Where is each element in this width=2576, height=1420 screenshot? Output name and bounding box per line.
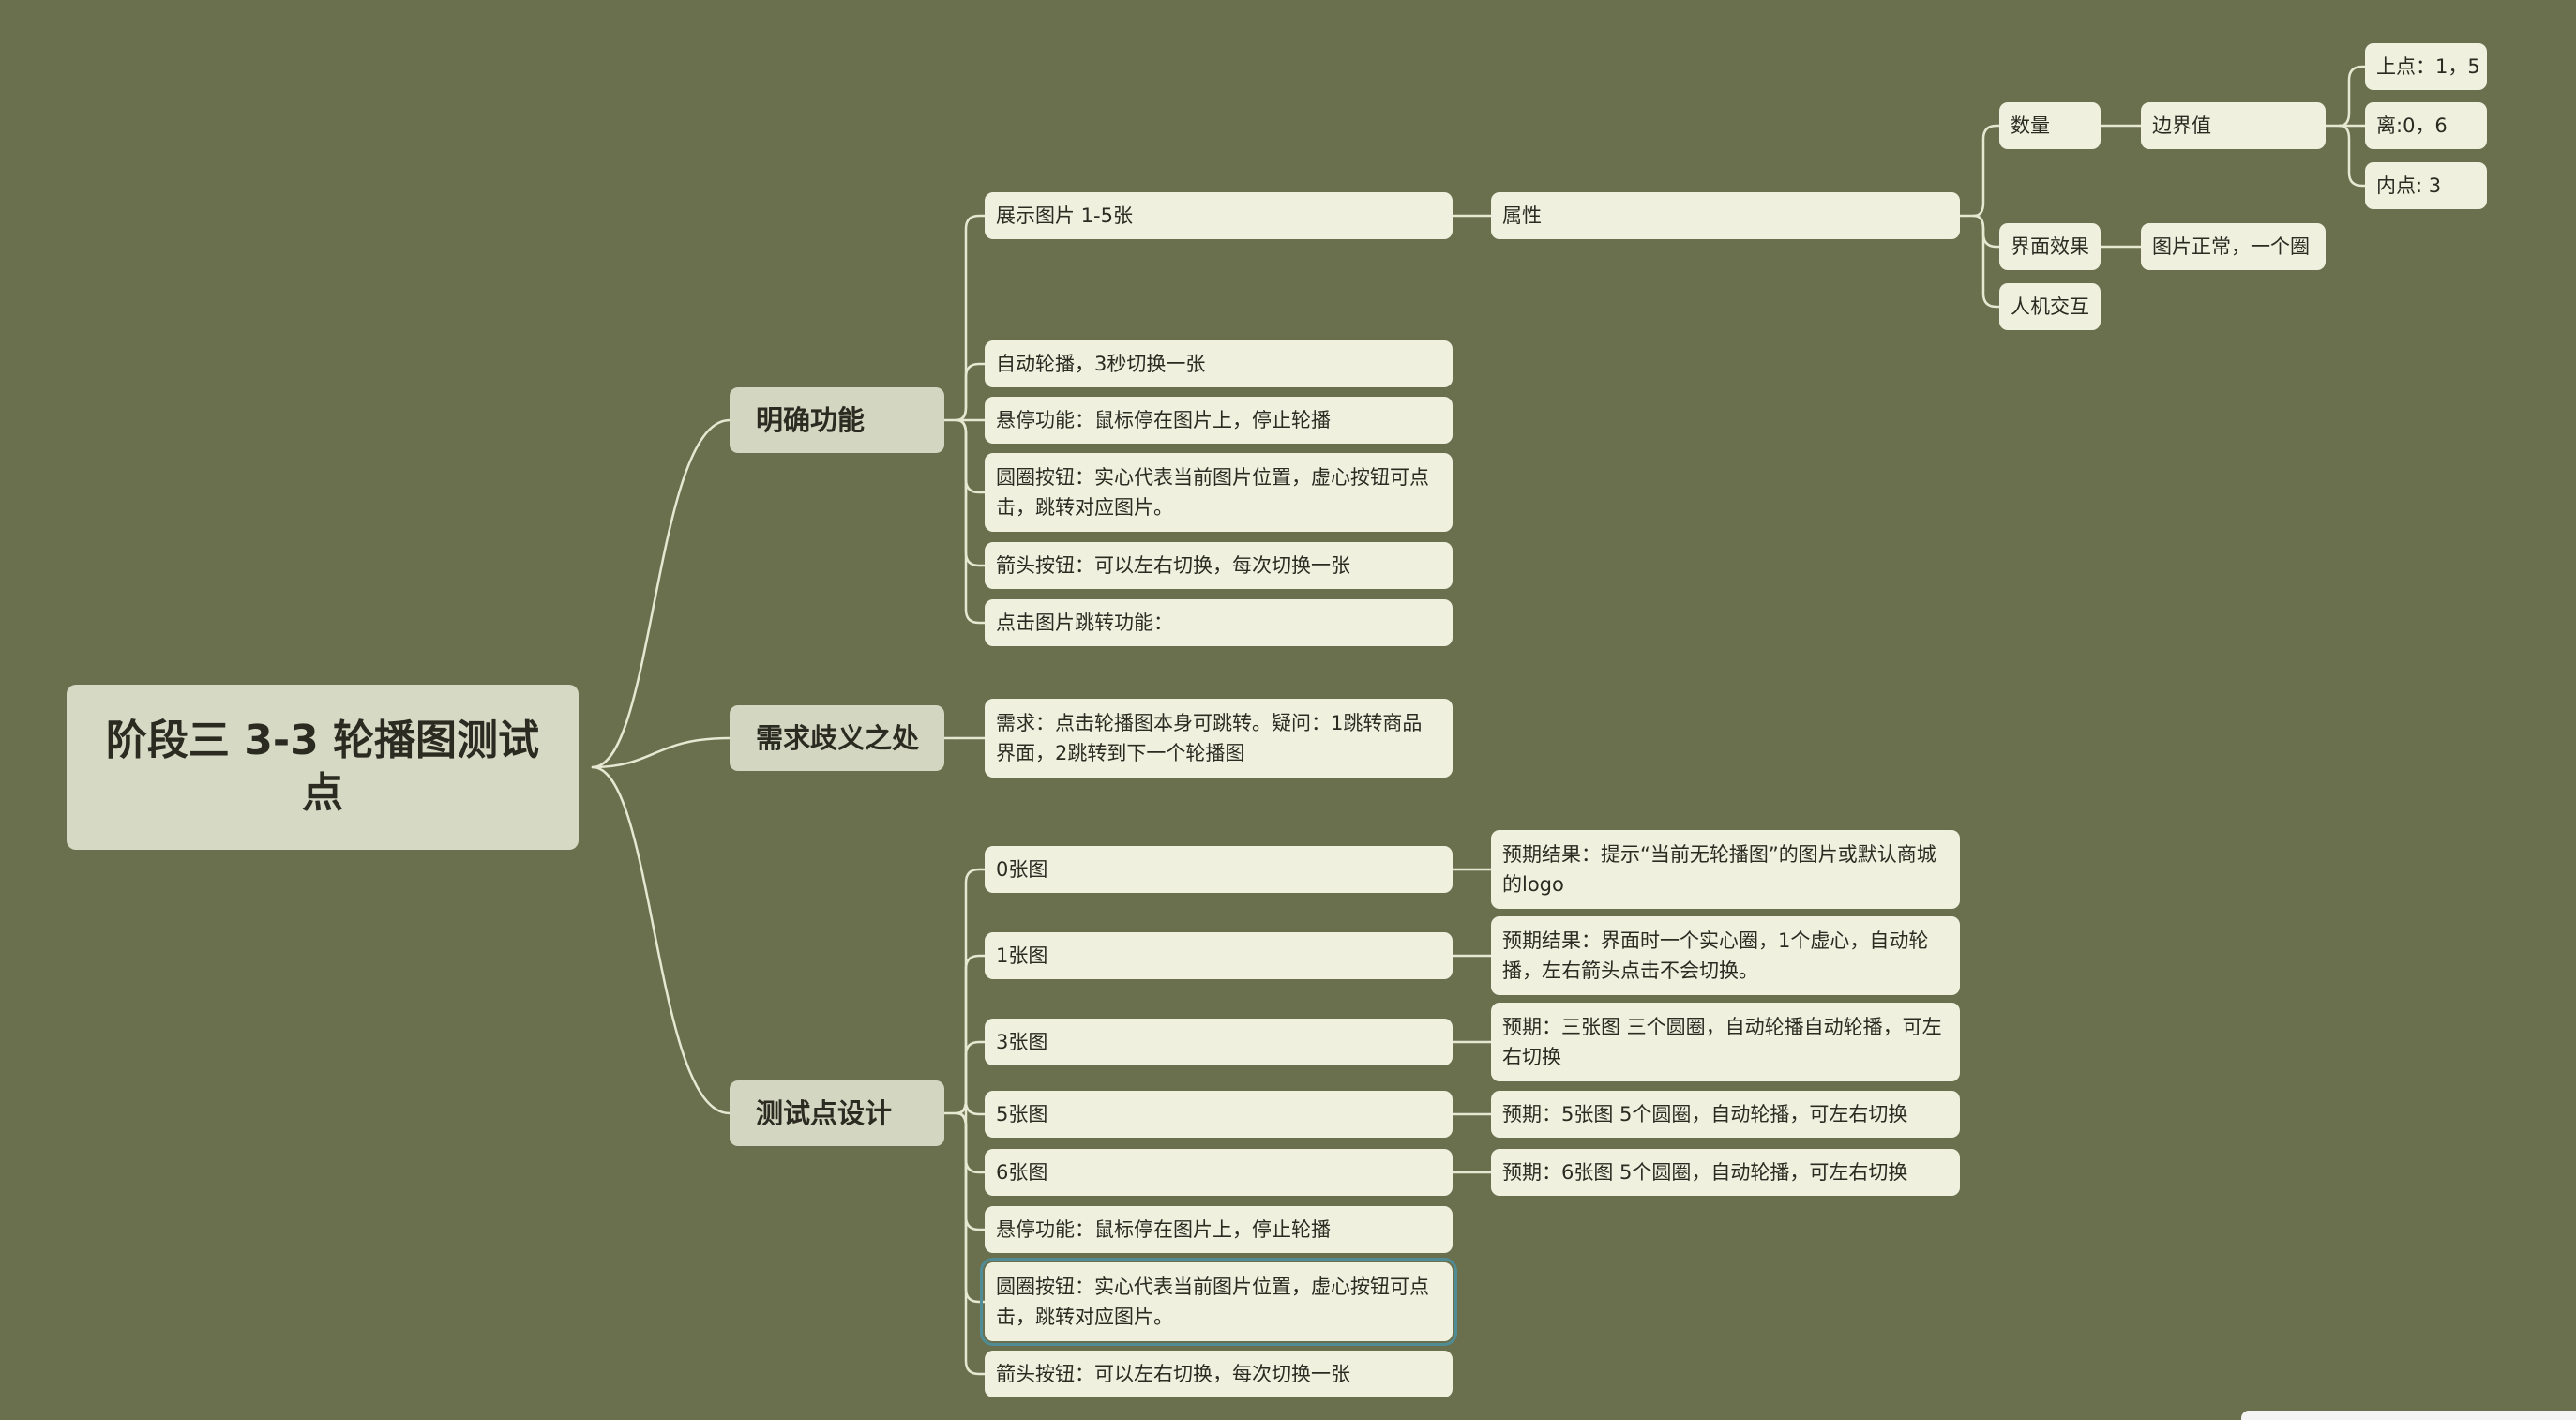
topic-ui-effect[interactable]: 界面效果 <box>1999 223 2101 270</box>
fan-clear-features-leg-3 <box>955 418 987 494</box>
fan-clear-features-leg-0 <box>955 214 987 422</box>
topic-circle-buttons[interactable]: 圆圈按钮：实心代表当前图片位置，虚心按钮可点击，跳转对应图片。 <box>985 453 1453 532</box>
topic-three-images-expected[interactable]: 预期：三张图 三个圆圈，自动轮播自动轮播，可左右切换 <box>1491 1003 1960 1081</box>
fan-test-design-leg-6 <box>955 1111 987 1304</box>
root-connector-3 <box>591 765 731 1115</box>
fan-test-design-leg-2 <box>955 1040 987 1115</box>
topic-one-image-expected[interactable]: 预期结果：界面时一个实心圈，1个虚心，自动轮播，左右箭头点击不会切换。 <box>1491 916 1960 995</box>
fan-test-design-leg-4 <box>955 1111 987 1174</box>
fan-attribute-leg-1 <box>1972 214 2001 249</box>
fan-clear-features-leg-5 <box>955 418 987 625</box>
topic-quantity[interactable]: 数量 <box>1999 102 2101 149</box>
topic-inner-point[interactable]: 内点: 3 <box>2365 162 2487 209</box>
root-topic[interactable]: 阶段三 3-3 轮播图测试点 <box>67 685 579 850</box>
topic-click-jump[interactable]: 点击图片跳转功能： <box>985 599 1453 646</box>
topic-circle-buttons-test[interactable]: 圆圈按钮：实心代表当前图片位置，虚心按钮可点击，跳转对应图片。 <box>980 1258 1457 1346</box>
topic-zero-images[interactable]: 0张图 <box>985 846 1453 893</box>
horizontal-scrollbar[interactable] <box>2241 1411 2576 1420</box>
topic-six-images[interactable]: 6张图 <box>985 1149 1453 1196</box>
topic-show-images[interactable]: 展示图片 1-5张 <box>985 192 1453 239</box>
topic-hci[interactable]: 人机交互 <box>1999 283 2101 330</box>
topic-five-images-expected[interactable]: 预期：5张图 5个圆圈，自动轮播，可左右切换 <box>1491 1091 1960 1138</box>
topic-five-images[interactable]: 5张图 <box>985 1091 1453 1138</box>
topic-attribute[interactable]: 属性 <box>1491 192 1960 239</box>
topic-arrow-buttons[interactable]: 箭头按钮：可以左右切换，每次切换一张 <box>985 542 1453 589</box>
root-connector-2 <box>591 736 731 769</box>
fan-boundary-leg-2 <box>2338 124 2367 188</box>
topic-six-images-expected[interactable]: 预期：6张图 5个圆圈，自动轮播，可左右切换 <box>1491 1149 1960 1196</box>
fan-test-design-leg-0 <box>955 868 987 1115</box>
topic-one-image[interactable]: 1张图 <box>985 932 1453 979</box>
topic-auto-play[interactable]: 自动轮播，3秒切换一张 <box>985 340 1453 387</box>
topic-hover[interactable]: 悬停功能：鼠标停在图片上，停止轮播 <box>985 397 1453 444</box>
fan-attribute-leg-0 <box>1972 124 2001 218</box>
topic-hover-test[interactable]: 悬停功能：鼠标停在图片上，停止轮播 <box>985 1206 1453 1253</box>
topic-three-images[interactable]: 3张图 <box>985 1019 1453 1065</box>
fan-test-design-leg-7 <box>955 1111 987 1376</box>
topic-arrow-buttons-test[interactable]: 箭头按钮：可以左右切换，每次切换一张 <box>985 1351 1453 1397</box>
topic-off-point[interactable]: 离:0，6 <box>2365 102 2487 149</box>
root-connector-1 <box>591 418 731 769</box>
branch-clear-features[interactable]: 明确功能 <box>730 387 944 453</box>
topic-zero-images-expected[interactable]: 预期结果：提示“当前无轮播图”的图片或默认商城的logo <box>1491 830 1960 909</box>
fan-boundary-leg-0 <box>2338 65 2367 128</box>
fan-clear-features-leg-1 <box>955 362 987 422</box>
topic-requirement-question[interactable]: 需求：点击轮播图本身可跳转。疑问：1跳转商品界面，2跳转到下一个轮播图 <box>985 699 1453 778</box>
branch-ambiguities[interactable]: 需求歧义之处 <box>730 705 944 771</box>
topic-upper-point[interactable]: 上点：1，5 <box>2365 43 2487 90</box>
fan-attribute-leg-2 <box>1972 214 2001 309</box>
fan-test-design-leg-1 <box>955 954 987 1115</box>
topic-ui-effect-value[interactable]: 图片正常，一个圈 <box>2141 223 2326 270</box>
branch-test-design[interactable]: 测试点设计 <box>730 1080 944 1146</box>
topic-boundary[interactable]: 边界值 <box>2141 102 2326 149</box>
